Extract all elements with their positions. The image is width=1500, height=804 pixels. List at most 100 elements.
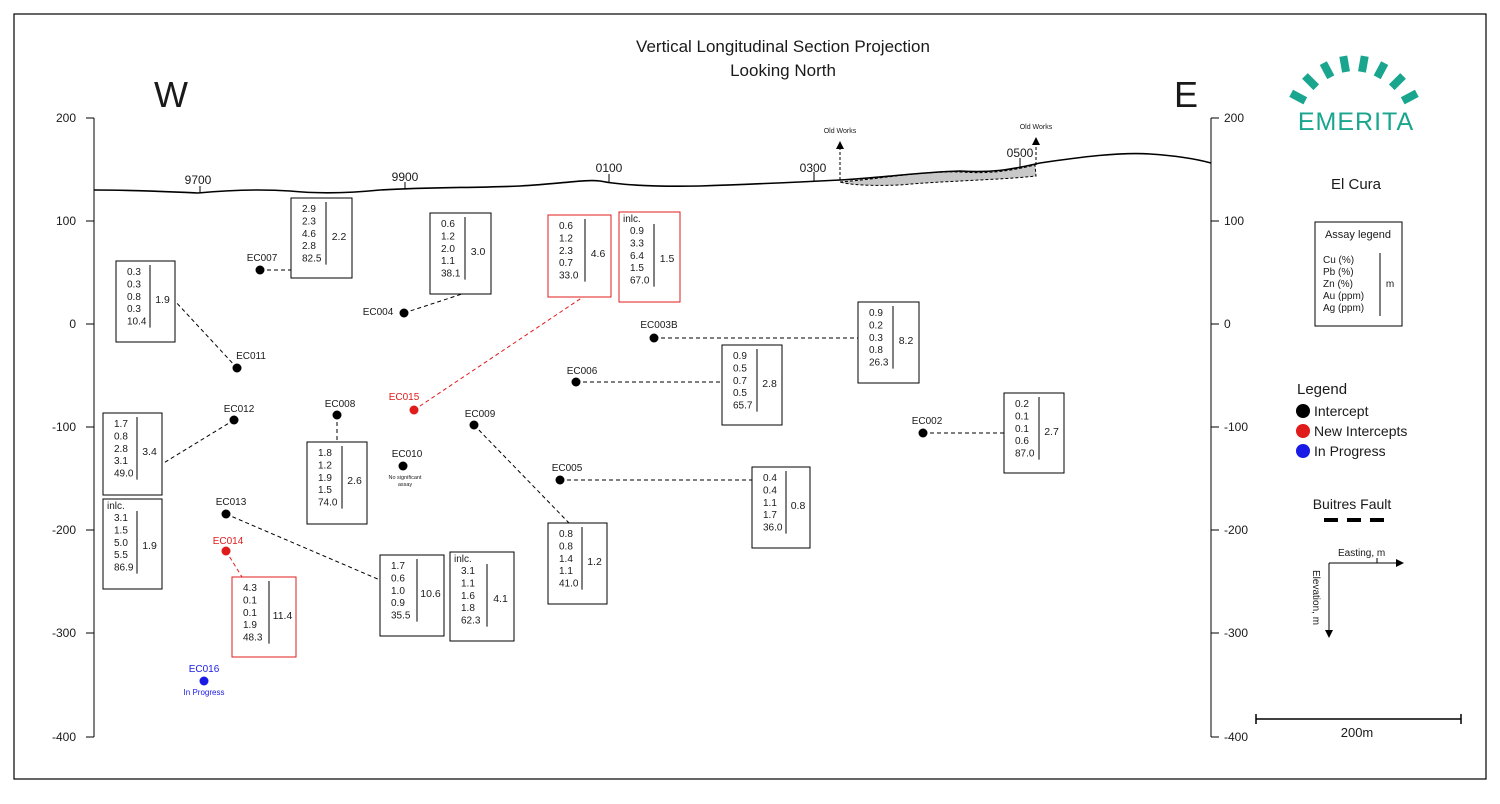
assay-box-header: inlc. <box>623 214 641 225</box>
scale-bar-label: 200m <box>1341 725 1374 740</box>
assay-box: 1.70.61.00.935.510.6 <box>379 554 445 637</box>
assay-value: 4.6 <box>302 229 316 240</box>
drill-hole-label: EC003B <box>640 320 678 331</box>
assay-value: 86.9 <box>114 563 134 574</box>
assay-legend-item: Ag (ppm) <box>1323 303 1364 314</box>
drill-hole-point[interactable] <box>255 265 265 275</box>
assay-box-frame <box>857 301 920 384</box>
assay-box-frame <box>751 466 811 549</box>
assay-value: 1.2 <box>559 233 573 244</box>
assay-value: 0.8 <box>127 292 141 303</box>
assay-box-frame <box>115 260 176 343</box>
legend-item-label: In Progress <box>1314 443 1386 459</box>
right-tick-label: -400 <box>1224 730 1248 744</box>
assay-value: 1.2 <box>318 460 332 471</box>
right-tick-label: 0 <box>1224 317 1231 331</box>
assay-value: 1.7 <box>391 561 405 572</box>
drill-hole-point[interactable] <box>555 475 565 485</box>
assay-value: 4.3 <box>243 583 257 594</box>
assay-value: 1.1 <box>559 566 573 577</box>
drill-hole-label: EC005 <box>552 463 583 474</box>
assay-width-value: 2.6 <box>347 475 362 487</box>
left-axis-ticks: 200 100 0 -100 -200 -300 -400 <box>52 111 94 744</box>
drill-hole-point[interactable] <box>571 377 581 387</box>
assay-value: 2.9 <box>302 204 316 215</box>
assay-value: 2.8 <box>302 241 316 252</box>
drill-hole-point[interactable] <box>399 308 409 318</box>
drill-hole-point[interactable] <box>649 333 659 343</box>
assay-legend: Assay legend Cu (%) Pb (%) Zn (%) Au (pp… <box>1314 221 1403 327</box>
elevation-label: Elevation, m <box>1310 570 1321 625</box>
assay-value: 0.6 <box>1015 436 1029 447</box>
assay-value: 36.0 <box>763 523 783 534</box>
drill-hole-point[interactable] <box>332 410 342 420</box>
assay-value: 0.8 <box>114 431 128 442</box>
assay-value: 0.3 <box>127 279 141 290</box>
assay-value: 48.3 <box>243 633 263 644</box>
assay-value: 35.5 <box>391 611 411 622</box>
assay-box-frame <box>379 554 445 637</box>
drill-hole-label: EC016 <box>189 664 220 675</box>
drill-hole-point[interactable] <box>221 546 231 556</box>
assay-value: 1.7 <box>114 419 128 430</box>
assay-value: 1.1 <box>441 256 455 267</box>
leader-line <box>161 419 235 465</box>
drill-hole-label: EC009 <box>465 409 496 420</box>
assay-value: 1.4 <box>559 554 573 565</box>
assay-box: 0.80.81.41.141.01.2 <box>547 522 608 605</box>
assay-value: 82.5 <box>302 254 322 265</box>
assay-value: 0.3 <box>127 304 141 315</box>
leader-line <box>403 293 463 314</box>
drill-hole-label: EC015 <box>389 392 420 403</box>
assay-value: 3.1 <box>114 456 128 467</box>
drill-hole-point[interactable] <box>199 676 209 686</box>
drill-hole-point[interactable] <box>232 363 242 373</box>
assay-value: 38.1 <box>441 269 461 280</box>
assay-box-frame <box>429 212 492 295</box>
drill-hole-point[interactable] <box>229 415 239 425</box>
drill-hole-point[interactable] <box>221 509 231 519</box>
assay-value: 65.7 <box>733 401 753 412</box>
assay-box: 2.92.34.62.882.52.2 <box>290 197 353 279</box>
assay-box-header: inlc. <box>107 501 125 512</box>
old-works-marker: Old Works <box>1020 124 1053 165</box>
assay-value: 2.8 <box>114 444 128 455</box>
legend-swatch-new <box>1296 424 1310 438</box>
assay-value: 2.0 <box>441 244 455 255</box>
outer-frame <box>13 13 1487 780</box>
assay-value: 0.1 <box>1015 411 1029 422</box>
assay-value: 26.3 <box>869 358 889 369</box>
assay-value: 0.4 <box>763 485 777 496</box>
left-tick-label: -400 <box>52 730 76 744</box>
old-works-label: Old Works <box>1020 124 1053 131</box>
assay-value: 74.0 <box>318 498 338 509</box>
assay-value: 0.2 <box>869 320 883 331</box>
fault-label: Buitres Fault <box>1313 496 1392 512</box>
assay-width-value: 8.2 <box>899 335 914 347</box>
assay-value: 2.3 <box>302 216 316 227</box>
drill-hole-label: EC006 <box>567 366 598 377</box>
assay-boxes: 2.92.34.62.882.52.20.30.30.80.310.41.90.… <box>102 197 1065 658</box>
old-works-label: Old Works <box>824 128 857 135</box>
assay-value: 0.9 <box>630 226 644 237</box>
drill-hole-label: EC007 <box>247 253 278 264</box>
assay-value: 0.7 <box>559 258 573 269</box>
assay-value: 0.1 <box>1015 424 1029 435</box>
drill-hole-point[interactable] <box>918 428 928 438</box>
assay-box: inlc.3.11.55.05.586.91.9 <box>102 498 163 590</box>
assay-width-value: 11.4 <box>273 610 293 622</box>
drill-hole-point[interactable] <box>469 420 479 430</box>
assay-legend-frame <box>1314 221 1403 327</box>
drill-hole-point[interactable] <box>398 461 408 471</box>
assay-box: 0.30.30.80.310.41.9 <box>115 260 176 343</box>
left-tick-label: -100 <box>52 420 76 434</box>
assay-box: 1.81.21.91.574.02.6 <box>306 441 368 525</box>
easting-tick-label: 0300 <box>800 161 827 175</box>
drill-hole-point[interactable] <box>409 405 419 415</box>
assay-box: 0.90.50.70.565.72.8 <box>721 344 783 426</box>
assay-box-frame <box>547 214 612 298</box>
drill-hole-label: EC010 <box>392 449 423 460</box>
assay-value: 1.0 <box>391 586 405 597</box>
assay-value: 0.3 <box>869 333 883 344</box>
